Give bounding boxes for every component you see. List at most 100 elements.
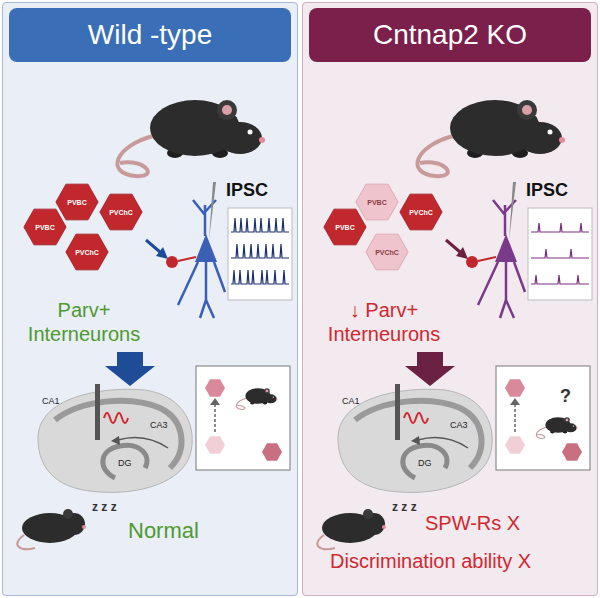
- art-circle: [248, 130, 253, 135]
- outcome-label: Normal: [128, 518, 199, 544]
- art-polyline: [231, 244, 289, 258]
- art-polyline: [231, 270, 289, 284]
- art-circle: [63, 509, 73, 519]
- art-polygon: [156, 247, 168, 259]
- art-ellipse: [218, 122, 262, 154]
- art-path: [236, 398, 246, 409]
- art-circle: [222, 105, 232, 115]
- art-line: [214, 404, 216, 432]
- art-path: [55, 401, 181, 468]
- art-path: [104, 413, 128, 423]
- art-ellipse: [564, 423, 576, 432]
- art-g: [302, 2, 598, 596]
- art-path: [38, 389, 192, 492]
- region-label: DG: [418, 458, 432, 468]
- cell-type-label: PVBC: [367, 199, 386, 206]
- art-circle: [466, 256, 478, 268]
- art-circle: [564, 417, 570, 423]
- art-polygon: [562, 443, 582, 460]
- outcome-label: SPW-Rs X: [425, 512, 520, 535]
- cell-type-label: PVBC: [67, 199, 86, 206]
- interneuron-hexagon: PVChC: [365, 233, 409, 271]
- art-circle: [266, 390, 269, 393]
- cell-group-label: ↓ Parv+ Interneurons: [314, 298, 454, 346]
- interneuron-hexagon: PVChC: [99, 193, 143, 231]
- hexagon-outline: [100, 194, 142, 230]
- sleep-mark: z z z: [392, 500, 417, 514]
- hexagon-outline: [324, 209, 366, 245]
- art-ellipse: [518, 122, 562, 154]
- art-path: [209, 182, 216, 240]
- interneuron-hexagon: PVBC: [23, 208, 67, 246]
- art-line: [478, 257, 496, 261]
- art-circle: [566, 419, 569, 422]
- hexagon-outline: [24, 209, 66, 245]
- art-polygon: [111, 436, 120, 445]
- art-polygon: [411, 436, 420, 445]
- art-rect: [528, 208, 592, 300]
- art-line: [446, 240, 460, 252]
- art-rect: [95, 384, 100, 440]
- hexagon-outline: [366, 234, 408, 270]
- art-path: [478, 262, 525, 318]
- outcome-label: Discrimination ability X: [330, 550, 531, 573]
- art-rect: [302, 2, 598, 596]
- region-label: CA3: [150, 420, 168, 430]
- art-path: [117, 136, 153, 176]
- art-ellipse: [264, 394, 276, 403]
- condition-panel: Cntnap2 KOPVBCPVBCPVChCPVChC: [302, 2, 598, 596]
- art-circle: [276, 399, 278, 401]
- condition-panel: Wild -typePVBCPVBCPVChCPVChC: [2, 2, 298, 596]
- art-g: [236, 388, 277, 409]
- art-rect: [2, 2, 298, 596]
- art-path: [509, 182, 516, 240]
- art-path: [103, 445, 147, 478]
- recording-label: IPSC: [226, 180, 268, 201]
- cell-type-label: PVBC: [35, 224, 54, 231]
- interneuron-hexagon: PVChC: [399, 193, 443, 231]
- hexagon-outline: [400, 194, 442, 230]
- art-polygon: [505, 436, 525, 453]
- art-polygon: [205, 436, 225, 453]
- art-polyline: [531, 249, 589, 258]
- art-path: [403, 445, 447, 478]
- sleep-mark: z z z: [92, 500, 117, 514]
- art-circle: [576, 428, 578, 430]
- art-circle: [559, 137, 565, 143]
- interneuron-hexagon: PVBC: [355, 183, 399, 221]
- cell-type-label: PVChC: [109, 209, 133, 216]
- interneuron-hexagon: PVChC: [65, 233, 109, 271]
- region-label: CA1: [42, 396, 60, 406]
- art-polygon: [405, 352, 455, 386]
- art-path: [178, 262, 225, 318]
- art-circle: [259, 137, 265, 143]
- art-path: [536, 427, 546, 438]
- interneuron-hexagon: PVBC: [323, 208, 367, 246]
- art-line: [146, 240, 160, 252]
- art-g: [536, 417, 577, 438]
- art-polyline: [531, 223, 589, 232]
- art-path: [418, 438, 468, 448]
- cell-group-label: Parv+ Interneurons: [14, 298, 154, 346]
- art-polygon: [105, 352, 155, 386]
- art-g: [2, 2, 298, 596]
- art-path: [338, 389, 492, 492]
- art-circle: [217, 100, 237, 120]
- art-line: [178, 257, 196, 261]
- art-circle: [522, 105, 532, 115]
- question-mark: ?: [560, 386, 571, 407]
- art-polygon: [510, 398, 520, 405]
- art-circle: [363, 509, 373, 519]
- art-circle: [166, 256, 178, 268]
- art-circle: [573, 425, 574, 426]
- art-path: [355, 401, 481, 468]
- cell-type-label: PVChC: [375, 249, 399, 256]
- art-rect: [496, 366, 590, 470]
- region-label: DG: [118, 458, 132, 468]
- hexagon-outline: [56, 184, 98, 220]
- art-line: [514, 404, 516, 432]
- art-rect: [228, 208, 292, 300]
- art-polygon: [210, 398, 220, 405]
- art-path: [118, 438, 168, 448]
- art-g: [117, 100, 265, 176]
